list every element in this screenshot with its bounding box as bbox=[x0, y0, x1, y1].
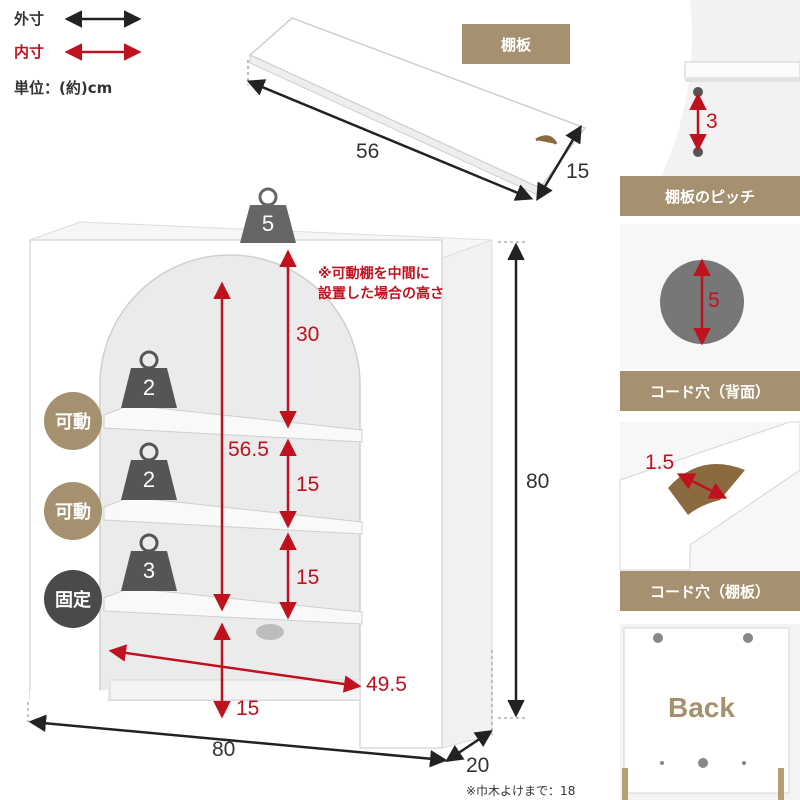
outer-dimension-label: 外寸 bbox=[14, 10, 45, 28]
dim-15a-label: 15 bbox=[296, 473, 320, 496]
weight-icon-shelf-3 bbox=[121, 533, 177, 591]
shelf-board-depth-label: 15 bbox=[566, 160, 590, 183]
cord-shelf-arrow bbox=[676, 473, 728, 499]
dim-49-5-label: 49.5 bbox=[366, 673, 407, 696]
height-label: 80 bbox=[526, 470, 550, 493]
pitch-value: 3 bbox=[706, 110, 718, 133]
dim-15b-label: 15 bbox=[296, 566, 320, 589]
back-label: Back bbox=[668, 692, 735, 723]
dim-56-5-label: 56.5 bbox=[228, 438, 269, 461]
shelf-3-badge: 固定 bbox=[44, 570, 102, 628]
inner-dimension-label: 内寸 bbox=[14, 43, 45, 61]
cord-back-panel-drawing bbox=[620, 224, 800, 369]
width-arrow bbox=[28, 714, 448, 768]
adjustable-shelf-note: ※可動棚を中間に 設置した場合の高さ bbox=[318, 264, 444, 304]
weight-icon-shelf-2 bbox=[121, 442, 177, 500]
width-label: 80 bbox=[212, 738, 236, 761]
shelf-board-width-label: 56 bbox=[356, 140, 380, 163]
depth-arrow bbox=[445, 730, 493, 762]
shelf-3-load-value: 3 bbox=[142, 558, 156, 583]
pitch-panel-label: 棚板のピッチ bbox=[620, 176, 800, 216]
shelf-2-load-value: 2 bbox=[142, 467, 156, 492]
shelf-2-badge: 可動 bbox=[44, 482, 102, 540]
shelf-width-arrow bbox=[246, 79, 534, 201]
cord-shelf-panel-label: コード穴（棚板） bbox=[620, 571, 800, 611]
shelf-depth-arrow bbox=[536, 124, 582, 202]
shelf-1-load-value: 2 bbox=[142, 375, 156, 400]
cord-back-value: 5 bbox=[708, 289, 720, 312]
unit-label: 単位：(約)cm bbox=[14, 79, 113, 97]
depth-label: 20 bbox=[466, 754, 490, 777]
cord-shelf-value: 1.5 bbox=[645, 451, 675, 474]
shelf-1-badge: 可動 bbox=[44, 392, 102, 450]
note-line-2: 設置した場合の高さ bbox=[318, 286, 444, 302]
top-load-value: 5 bbox=[261, 211, 275, 236]
cord-back-panel-label: コード穴（背面） bbox=[620, 371, 800, 411]
weight-icon-shelf-1 bbox=[121, 350, 177, 408]
dim-30-label: 30 bbox=[296, 323, 320, 346]
dim-49-5-arrow bbox=[108, 644, 362, 693]
shelf-board-title: 棚板 bbox=[462, 24, 570, 64]
pitch-panel-drawing bbox=[620, 0, 800, 180]
baseboard-note: ※巾木よけまで：18 bbox=[466, 784, 576, 798]
cord-shelf-panel-drawing bbox=[619, 421, 800, 571]
note-line-1: ※可動棚を中間に bbox=[318, 266, 430, 282]
back-panel-drawing bbox=[620, 624, 800, 800]
dim-15-bottom-label: 15 bbox=[236, 697, 260, 720]
weight-icon-top bbox=[240, 187, 296, 243]
